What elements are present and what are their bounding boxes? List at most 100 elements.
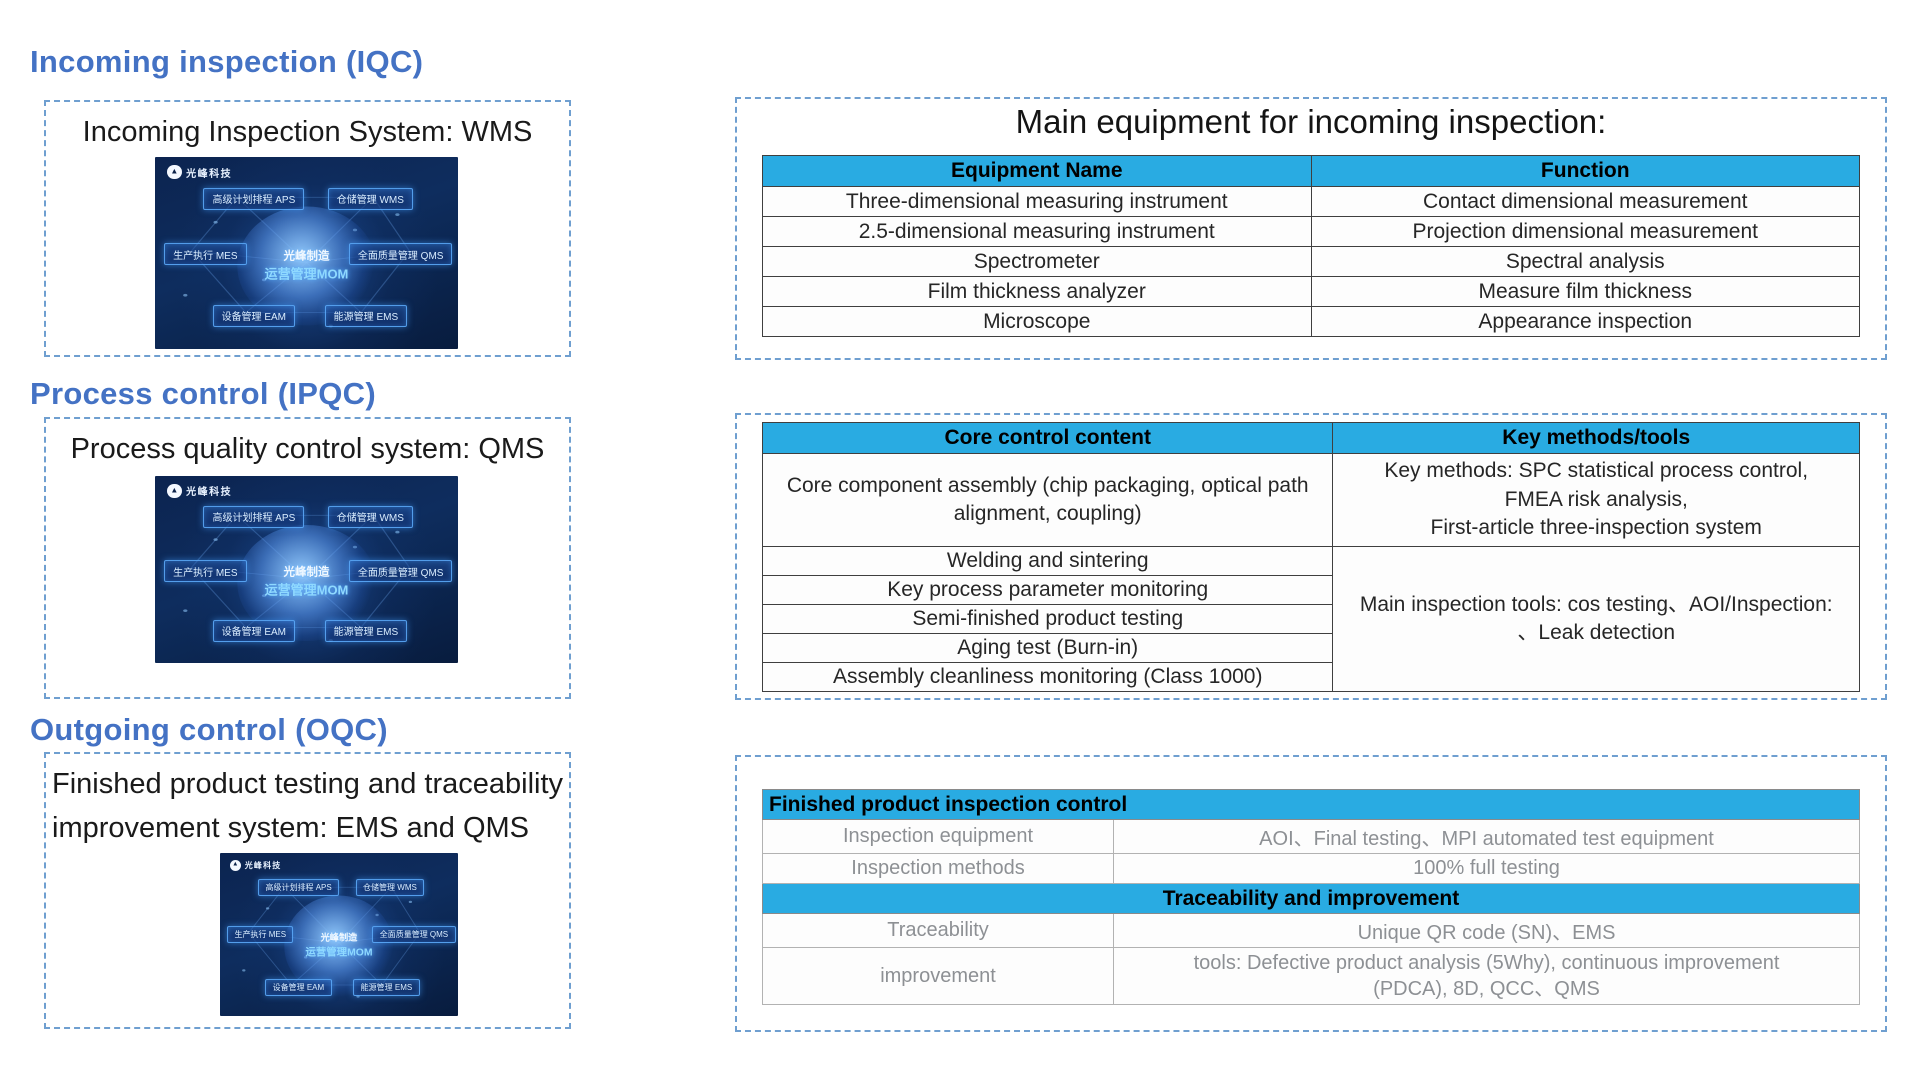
- oqc-system-title: Finished product testing and traceabilit…: [52, 768, 564, 844]
- table-row: Semi-finished product testing: [761, 604, 1860, 634]
- logo-text: 光峰科技: [186, 168, 233, 180]
- table-band-row: Finished product inspection control: [762, 789, 1860, 820]
- logo-mark-icon: ▲: [229, 859, 242, 872]
- table-cell: Measure film thickness: [1310, 276, 1860, 307]
- diagram-node-qms: 全面质量管理 QMS: [348, 243, 453, 266]
- center-label-line2: 运营管理MOM: [264, 266, 349, 282]
- table-cell: Aging test (Burn-in): [761, 633, 1334, 663]
- table-row: Inspection equipment AOI、Final testing、M…: [761, 819, 1860, 854]
- diagram-node-eam: 设备管理 EAM: [212, 304, 296, 327]
- table-cell: Traceability: [761, 913, 1115, 948]
- diagram-node-aps: 高级计划排程 APS: [203, 187, 305, 210]
- center-label-line2: 运营管理MOM: [264, 582, 349, 598]
- logo-mark-icon: ▲: [167, 483, 182, 499]
- table-header-row: Equipment Name Function: [762, 155, 1860, 187]
- mom-platform-image-iqc: ▲ 光峰科技 光峰制造 运营管理MOM 高级计划排程 APS 仓储管理 WMS …: [155, 157, 458, 349]
- appotronics-logo: ▲ 光峰科技: [229, 859, 282, 872]
- section-heading-ipqc: Process control (IPQC): [30, 376, 376, 411]
- logo-mark-icon: ▲: [167, 164, 182, 180]
- process-control-table: Core control content Key methods/tools C…: [761, 422, 1860, 692]
- logo-text: 光峰科技: [244, 860, 282, 870]
- diagram-node-eam: 设备管理 EAM: [265, 978, 332, 996]
- diagram-node-mes: 生产执行 MES: [227, 926, 294, 944]
- table-cell: Microscope: [762, 306, 1312, 337]
- table-cell: AOI、Final testing、MPI automated test equ…: [1113, 819, 1860, 854]
- diagram-node-eam: 设备管理 EAM: [212, 619, 296, 642]
- section-heading-iqc: Incoming inspection (IQC): [30, 44, 424, 79]
- column-header-function: Function: [1310, 155, 1860, 187]
- diagram-node-qms: 全面质量管理 QMS: [348, 560, 453, 583]
- table-row: Inspection methods 100% full testing: [761, 853, 1860, 884]
- table-cell: 100% full testing: [1113, 853, 1860, 884]
- table-cell: Film thickness analyzer: [762, 276, 1312, 307]
- mom-platform-image-oqc: ▲ 光峰科技 光峰制造 运营管理MOM 高级计划排程 APS 仓储管理 WMS …: [220, 853, 458, 1016]
- section-heading-oqc: Outgoing control (OQC): [30, 712, 388, 747]
- table-cell-key-methods: Key methods: SPC statistical process con…: [1332, 453, 1860, 547]
- center-label-line1: 光峰制造: [283, 250, 330, 263]
- center-label-line1: 光峰制造: [320, 932, 358, 943]
- center-label-line2: 运营管理MOM: [305, 947, 373, 959]
- incoming-equipment-table: Equipment Name Function Three-dimensiona…: [762, 155, 1860, 337]
- diagram-center-label: 光峰制造 运营管理MOM: [306, 930, 373, 959]
- table-cell: Projection dimensional measurement: [1310, 216, 1860, 247]
- band-traceability-and-improvement: Traceability and improvement: [762, 883, 1860, 914]
- outgoing-control-table: Finished product inspection control Insp…: [761, 789, 1860, 1005]
- table-cell: improvement: [761, 947, 1115, 1005]
- column-header-equipment-name: Equipment Name: [762, 155, 1312, 187]
- table-row: Film thickness analyzer Measure film thi…: [762, 276, 1860, 307]
- incoming-equipment-panel: Main equipment for incoming inspection: …: [735, 97, 1887, 360]
- table-cell-improvement-tools: tools: Defective product analysis (5Why)…: [1113, 947, 1860, 1005]
- table-cell: 2.5-dimensional measuring instrument: [762, 216, 1312, 247]
- column-header-key-methods-tools: Key methods/tools: [1332, 422, 1860, 454]
- table-row: improvement tools: Defective product ana…: [761, 947, 1860, 1005]
- appotronics-logo: ▲ 光峰科技: [167, 164, 233, 180]
- table-cell: Unique QR code (SN)、EMS: [1113, 913, 1860, 948]
- diagram-node-mes: 生产执行 MES: [164, 560, 247, 583]
- table-cell: Assembly cleanliness monitoring (Class 1…: [761, 662, 1334, 692]
- table-cell: Semi-finished product testing: [761, 604, 1334, 634]
- diagram-center-label: 光峰制造 运营管理MOM: [265, 563, 349, 598]
- band-finished-product-inspection-control: Finished product inspection control: [762, 789, 1860, 820]
- ipqc-system-title: Process quality control system: QMS: [70, 433, 545, 465]
- table-cell: Three-dimensional measuring instrument: [762, 186, 1312, 217]
- table-band-row: Traceability and improvement: [762, 883, 1860, 914]
- diagram-center-label: 光峰制造 运营管理MOM: [265, 247, 349, 282]
- diagram-node-wms: 仓储管理 WMS: [355, 879, 425, 897]
- table-cell: Inspection methods: [761, 853, 1115, 884]
- table-row: Core component assembly (chip packaging,…: [761, 453, 1860, 547]
- center-label-line1: 光峰制造: [283, 566, 330, 579]
- table-cell: Core component assembly (chip packaging,…: [761, 453, 1334, 547]
- diagram-node-mes: 生产执行 MES: [164, 243, 247, 266]
- table-cell: Welding and sintering: [761, 546, 1334, 576]
- diagram-node-aps: 高级计划排程 APS: [203, 505, 305, 528]
- table-header-row: Core control content Key methods/tools: [761, 422, 1860, 454]
- column-header-core-control-content: Core control content: [761, 422, 1334, 454]
- table-cell: Contact dimensional measurement: [1310, 186, 1860, 217]
- table-cell-main-inspection-tools: Main inspection tools: cos testing、AOI/I…: [1332, 546, 1860, 692]
- diagram-node-wms: 仓储管理 WMS: [327, 187, 413, 210]
- appotronics-logo: ▲ 光峰科技: [167, 483, 232, 498]
- table-row: Aging test (Burn-in): [761, 633, 1860, 663]
- table-row: Spectrometer Spectral analysis: [762, 246, 1860, 277]
- diagram-node-ems: 能源管理 EMS: [324, 304, 408, 327]
- iqc-system-title: Incoming Inspection System: WMS: [82, 116, 533, 148]
- table-row: 2.5-dimensional measuring instrument Pro…: [762, 216, 1860, 247]
- diagram-node-aps: 高级计划排程 APS: [258, 879, 340, 897]
- process-control-panel: Core control content Key methods/tools C…: [735, 413, 1887, 700]
- table-cell: Spectrometer: [762, 246, 1312, 277]
- table-cell: Key process parameter monitoring: [761, 575, 1334, 605]
- table-row: Assembly cleanliness monitoring (Class 1…: [761, 662, 1860, 692]
- incoming-equipment-title: Main equipment for incoming inspection:: [1015, 103, 1607, 140]
- table-row: Key process parameter monitoring: [761, 575, 1860, 605]
- table-row: Three-dimensional measuring instrument C…: [762, 186, 1860, 217]
- logo-text: 光峰科技: [186, 487, 233, 499]
- table-row: Welding and sintering Main inspection to…: [761, 546, 1860, 692]
- table-cell: Appearance inspection: [1310, 306, 1860, 337]
- table-cell: Spectral analysis: [1310, 246, 1860, 277]
- table-row: Microscope Appearance inspection: [762, 306, 1860, 337]
- mom-platform-image-ipqc: ▲ 光峰科技 光峰制造 运营管理MOM 高级计划排程 APS 仓储管理 WMS …: [155, 476, 458, 663]
- diagram-node-ems: 能源管理 EMS: [324, 619, 408, 642]
- diagram-node-qms: 全面质量管理 QMS: [372, 926, 456, 944]
- diagram-node-wms: 仓储管理 WMS: [327, 505, 413, 528]
